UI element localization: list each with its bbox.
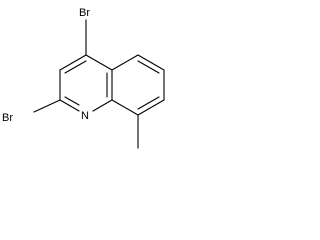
bond-c2-n1 [59, 99, 80, 112]
molecule-drawing: Br Br N [2, 7, 165, 149]
structure-diagram: Br Br N [0, 0, 191, 170]
atom-label-br-left: Br [2, 112, 13, 124]
bond-c8-c8a [111, 99, 139, 116]
bond-c5-c6-inner [137, 60, 160, 74]
atom-label-nitrogen: N [81, 110, 89, 122]
bond-c4-c3 [59, 54, 87, 71]
bond-c7-c8-inner [137, 96, 160, 110]
atom-label-br-top: Br [79, 7, 90, 19]
bond-n1-c8a [92, 99, 113, 112]
bond-c4a-c5 [111, 54, 139, 71]
bond-c7-c8 [137, 99, 165, 116]
bond-c2-br [33, 99, 61, 113]
bond-c2-n1-inner [64, 96, 80, 106]
bond-c4-c4a [85, 54, 113, 71]
bond-c4-c3-inner [64, 60, 87, 74]
bond-c5-c6 [137, 54, 165, 71]
